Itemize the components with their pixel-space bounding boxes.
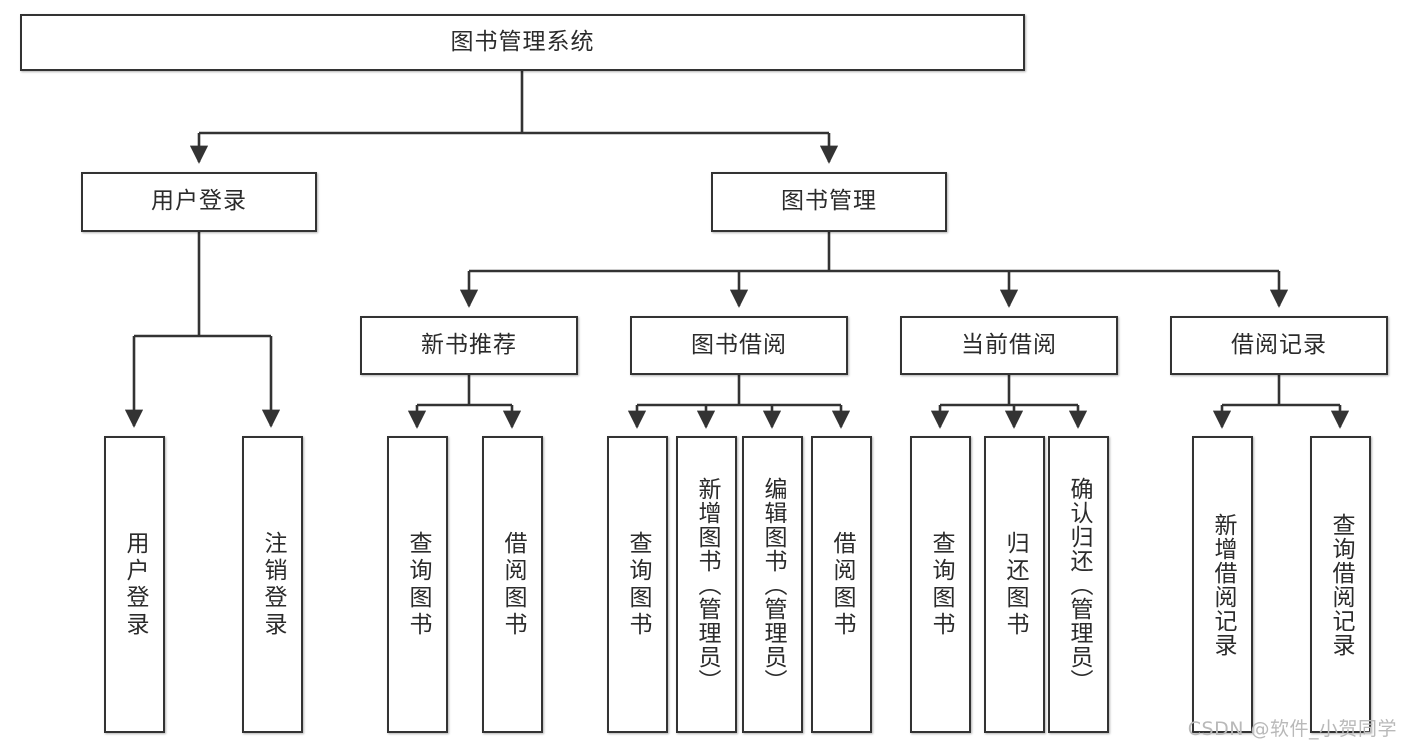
node-leaf-borrow-book-2[interactable]: 借阅图书 — [811, 436, 872, 733]
node-user-login[interactable]: 用户登录 — [81, 172, 317, 232]
node-book-borrow-label: 图书借阅 — [691, 331, 787, 358]
node-borrow-record[interactable]: 借阅记录 — [1170, 316, 1388, 375]
node-leaf-user-login[interactable]: 用户登录 — [104, 436, 165, 733]
node-leaf-query-borrow-record[interactable]: 查询借阅记录 — [1310, 436, 1371, 733]
node-current-borrow-label: 当前借阅 — [961, 331, 1057, 358]
node-leaf-return-book-label: 归还图书 — [1002, 530, 1028, 639]
node-book-manage[interactable]: 图书管理 — [711, 172, 947, 232]
node-leaf-borrow-book-1[interactable]: 借阅图书 — [482, 436, 543, 733]
node-leaf-add-borrow-record[interactable]: 新增借阅记录 — [1192, 436, 1253, 733]
node-leaf-add-book-admin-label: 新增图书（管理员） — [694, 476, 720, 693]
node-leaf-confirm-return-admin-label: 确认归还（管理员） — [1066, 476, 1092, 693]
node-leaf-return-book[interactable]: 归还图书 — [984, 436, 1045, 733]
node-leaf-edit-book-admin-label: 编辑图书（管理员） — [760, 476, 786, 693]
node-new-book-recommend-label: 新书推荐 — [421, 331, 517, 358]
node-user-login-label: 用户登录 — [151, 188, 247, 215]
node-leaf-user-login-label: 用户登录 — [122, 530, 148, 639]
node-leaf-query-book-2-label: 查询图书 — [625, 530, 651, 639]
node-book-borrow[interactable]: 图书借阅 — [630, 316, 848, 375]
node-new-book-recommend[interactable]: 新书推荐 — [360, 316, 578, 375]
node-leaf-query-book-1-label: 查询图书 — [405, 530, 431, 639]
node-leaf-edit-book-admin[interactable]: 编辑图书（管理员） — [742, 436, 803, 733]
node-book-manage-label: 图书管理 — [781, 188, 877, 215]
node-leaf-query-borrow-record-label: 查询借阅记录 — [1328, 512, 1354, 657]
node-leaf-borrow-book-2-label: 借阅图书 — [829, 530, 855, 639]
node-leaf-query-book-3-label: 查询图书 — [928, 530, 954, 639]
node-leaf-user-logout[interactable]: 注销登录 — [242, 436, 303, 733]
node-leaf-confirm-return-admin[interactable]: 确认归还（管理员） — [1048, 436, 1109, 733]
node-leaf-borrow-book-1-label: 借阅图书 — [500, 530, 526, 639]
node-leaf-add-book-admin[interactable]: 新增图书（管理员） — [676, 436, 737, 733]
node-root-label: 图书管理系统 — [450, 28, 595, 55]
node-leaf-query-book-2[interactable]: 查询图书 — [607, 436, 668, 733]
watermark-text: CSDN @软件_小贺同学 — [1187, 718, 1397, 740]
node-leaf-query-book-3[interactable]: 查询图书 — [910, 436, 971, 733]
node-borrow-record-label: 借阅记录 — [1231, 331, 1327, 358]
node-current-borrow[interactable]: 当前借阅 — [900, 316, 1118, 375]
node-root[interactable]: 图书管理系统 — [20, 14, 1025, 71]
node-leaf-user-logout-label: 注销登录 — [260, 530, 286, 639]
node-leaf-add-borrow-record-label: 新增借阅记录 — [1210, 512, 1236, 657]
node-leaf-query-book-1[interactable]: 查询图书 — [387, 436, 448, 733]
